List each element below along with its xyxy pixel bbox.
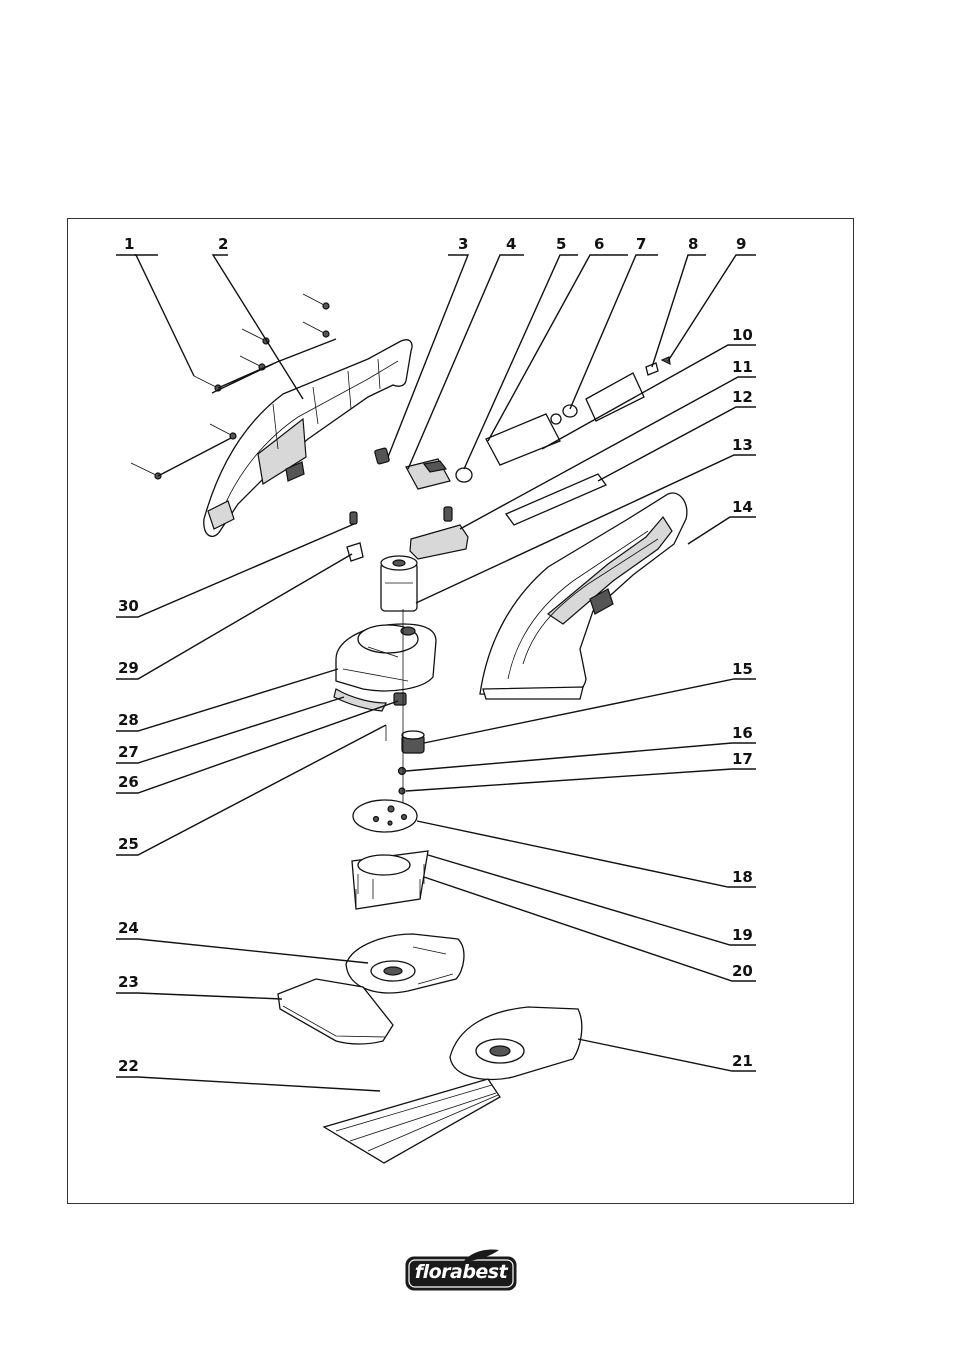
exploded-parts-diagram: 1 2 3 4 5 6 7 8 9 10 11 12 13 14 15 16 1… xyxy=(116,235,756,1164)
label-30: 30 xyxy=(118,597,139,615)
label-9: 9 xyxy=(736,235,746,253)
part-27-arc xyxy=(333,688,387,712)
part-number-labels: 1 2 3 4 5 6 7 8 9 10 11 12 13 14 15 16 1… xyxy=(118,235,753,1075)
label-4: 4 xyxy=(506,235,516,253)
label-6: 6 xyxy=(594,235,604,253)
label-28: 28 xyxy=(118,711,139,729)
label-12: 12 xyxy=(732,388,753,406)
label-3: 3 xyxy=(458,235,468,253)
label-24: 24 xyxy=(118,919,139,937)
part-12-pcb xyxy=(504,473,608,526)
label-21: 21 xyxy=(732,1052,753,1070)
label-14: 14 xyxy=(732,498,753,516)
part-18-disc xyxy=(352,799,418,833)
part-2-housing-half xyxy=(203,339,413,537)
label-10: 10 xyxy=(732,326,753,344)
label-19: 19 xyxy=(732,926,753,944)
part-9-contact xyxy=(660,356,671,366)
label-16: 16 xyxy=(732,724,753,742)
label-13: 13 xyxy=(732,436,753,454)
part-11-spring xyxy=(443,506,453,522)
part-23-grass-blade xyxy=(277,978,394,1045)
part-15-gear xyxy=(401,730,425,754)
part-24-base xyxy=(345,933,465,994)
part-20-screws xyxy=(357,864,425,899)
part-17-washer xyxy=(398,787,406,795)
part-4-switch-knob xyxy=(422,460,448,473)
part-29-clip xyxy=(346,542,364,562)
part-5-ring xyxy=(455,467,473,483)
part-19-cover xyxy=(351,850,429,910)
label-29: 29 xyxy=(118,659,139,677)
label-20: 20 xyxy=(732,962,753,980)
label-8: 8 xyxy=(688,235,698,253)
leader-lines xyxy=(116,254,756,1092)
florabest-logo: florabest xyxy=(405,1249,517,1292)
part-30-spring xyxy=(349,511,358,525)
logo-badge xyxy=(405,1256,517,1291)
part-23-grass-blade-edge xyxy=(282,1005,387,1038)
part-13-motor xyxy=(380,555,418,612)
label-26: 26 xyxy=(118,773,139,791)
part-11-switch xyxy=(409,524,469,560)
part-28-gearbox xyxy=(335,623,437,692)
part-16-washer xyxy=(397,766,407,776)
label-17: 17 xyxy=(732,750,753,768)
label-2: 2 xyxy=(218,235,228,253)
part-21-base xyxy=(449,1006,583,1081)
part-26-bearing xyxy=(393,692,407,706)
label-15: 15 xyxy=(732,660,753,678)
leaf-icon xyxy=(463,1249,499,1262)
label-5: 5 xyxy=(556,235,566,253)
part-6-battery xyxy=(485,372,645,466)
diagram-frame: 1 2 3 4 5 6 7 8 9 10 11 12 13 14 15 16 1… xyxy=(67,218,854,1204)
label-23: 23 xyxy=(118,973,139,991)
logo-brand-text: florabest xyxy=(414,1261,508,1283)
label-25: 25 xyxy=(118,835,139,853)
label-27: 27 xyxy=(118,743,139,761)
label-18: 18 xyxy=(732,868,753,886)
label-1: 1 xyxy=(124,235,134,253)
part-3-spring xyxy=(374,447,390,465)
label-11: 11 xyxy=(732,358,753,376)
label-7: 7 xyxy=(636,235,646,253)
part-22-shrub-blade xyxy=(322,1078,501,1164)
label-22: 22 xyxy=(118,1057,139,1075)
part-14-housing-grip xyxy=(479,492,688,700)
